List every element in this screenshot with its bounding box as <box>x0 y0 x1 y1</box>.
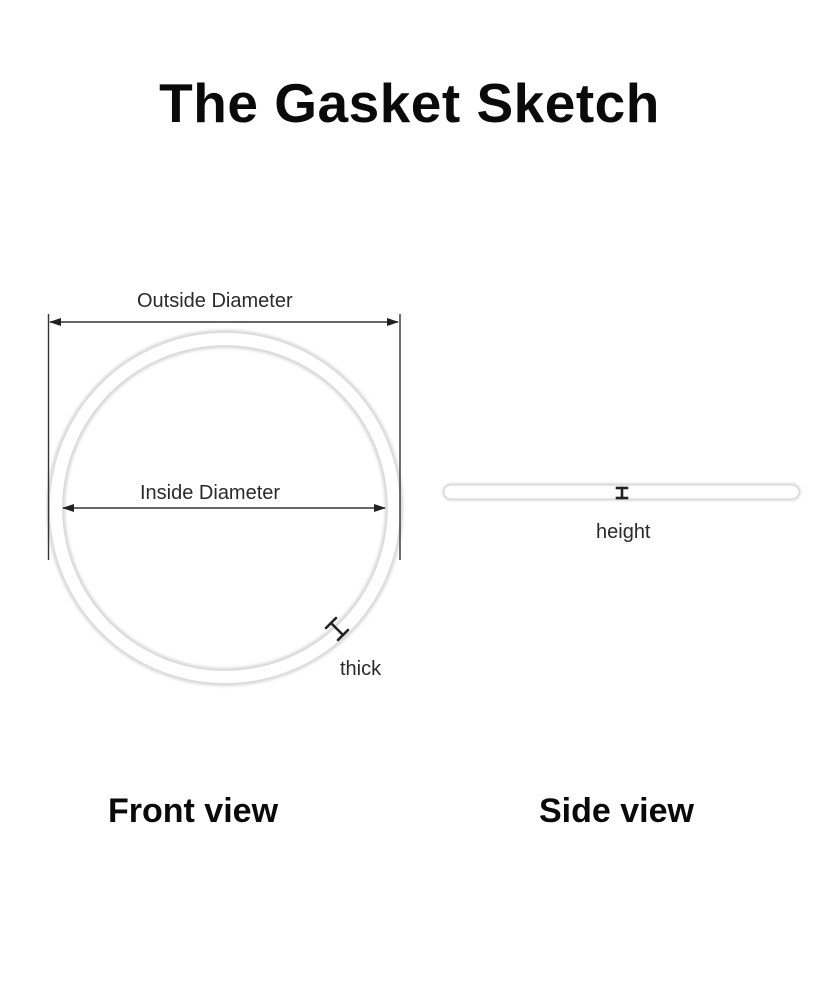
front-view-label: Front view <box>108 792 279 830</box>
thick-label: thick <box>340 658 382 680</box>
thickness-marker-icon <box>324 616 350 642</box>
page-title: The Gasket Sketch <box>159 72 660 134</box>
outside-diameter-label: Outside Diameter <box>137 290 293 312</box>
side-view-label: Side view <box>539 792 694 830</box>
height-marker-icon <box>615 486 629 500</box>
inside-diameter-label: Inside Diameter <box>140 482 281 504</box>
height-label: height <box>596 521 651 543</box>
